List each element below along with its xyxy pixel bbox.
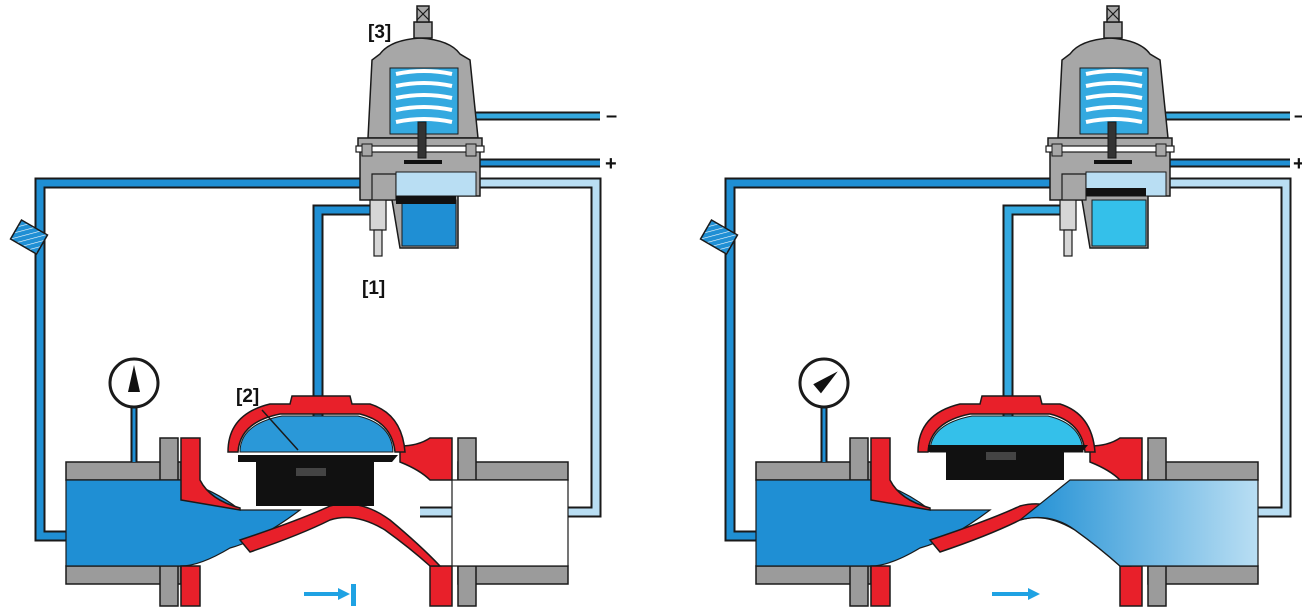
flow-arrow-icon bbox=[304, 588, 350, 600]
pressure-gauge-icon bbox=[108, 357, 160, 462]
strainer-icon bbox=[699, 218, 739, 256]
plus-sign: + bbox=[1293, 153, 1302, 175]
minus-sign: – bbox=[1294, 105, 1302, 127]
pressure-gauge-icon bbox=[798, 357, 850, 462]
main-diaphragm bbox=[238, 455, 398, 506]
right-panel: – + bbox=[699, 5, 1302, 607]
left-panel: [3] [1] [2] – + bbox=[9, 5, 617, 607]
bonnet-control-tube bbox=[312, 204, 370, 420]
label-main-chamber: [2] bbox=[236, 386, 259, 407]
flow-arrow-icon bbox=[992, 588, 1040, 600]
pilot-spring bbox=[395, 69, 453, 124]
minus-sign: – bbox=[606, 105, 617, 127]
plus-sign: + bbox=[605, 153, 617, 175]
strainer-icon bbox=[9, 218, 49, 256]
label-pilot-valve: [1] bbox=[362, 278, 385, 299]
label-adjusting-screw: [3] bbox=[368, 22, 391, 43]
stop-bar-icon bbox=[351, 584, 356, 606]
